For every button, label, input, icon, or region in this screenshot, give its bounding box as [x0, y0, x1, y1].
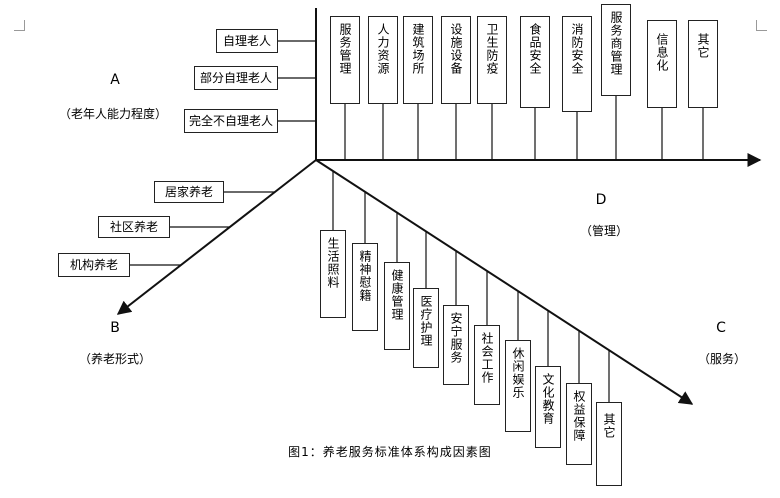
service-label: 健康管理 [390, 269, 404, 321]
management-box: 设施设备 [441, 16, 471, 104]
axis-b-label: （养老形式） [78, 352, 151, 366]
management-label: 服务商管理 [609, 11, 623, 76]
management-label: 信息化 [655, 33, 669, 72]
ability-level-box: 完全不自理老人 [184, 109, 278, 133]
service-label: 医疗护理 [419, 295, 433, 347]
service-box: 精神慰籍 [352, 243, 378, 331]
management-label: 其它 [696, 33, 710, 59]
care-form-label: 机构养老 [69, 257, 118, 272]
management-label: 卫生防疫 [485, 23, 499, 75]
management-box: 人力资源 [368, 16, 398, 104]
axis-b-line [116, 159, 317, 315]
corner-mark-top-right [756, 20, 767, 31]
management-label: 服务管理 [338, 23, 352, 75]
axis-a-label: （老年人能力程度） [58, 107, 167, 121]
figure-caption: 图1：养老服务标准体系构成因素图 [288, 445, 492, 459]
management-box: 其它 [688, 20, 718, 108]
service-label: 社会工作 [480, 332, 494, 384]
management-box: 服务商管理 [601, 4, 631, 96]
management-label: 设施设备 [449, 23, 463, 75]
management-box: 建筑场所 [403, 16, 433, 104]
management-label: 消防安全 [570, 23, 584, 75]
service-label: 其它 [602, 413, 616, 439]
ability-level-label: 部分自理老人 [199, 70, 272, 85]
service-box: 权益保障 [566, 383, 592, 465]
axis-c-letter: C [716, 320, 726, 336]
axis-a-letter: A [110, 72, 120, 88]
corner-mark-top-left [14, 20, 25, 31]
connector-lines [130, 40, 704, 402]
management-box: 卫生防疫 [477, 16, 507, 104]
service-box: 文化教育 [535, 366, 561, 448]
care-form-box: 机构养老 [58, 253, 130, 277]
service-box: 生活照料 [320, 230, 346, 318]
service-label: 休闲娱乐 [511, 347, 525, 399]
care-form-box: 居家养老 [154, 181, 224, 203]
axis-c-label: （服务） [697, 352, 746, 366]
management-box: 信息化 [647, 20, 677, 108]
management-label: 人力资源 [376, 23, 390, 75]
axis-c-line [315, 159, 694, 405]
service-box: 健康管理 [384, 262, 410, 350]
service-label: 文化教育 [541, 373, 555, 425]
service-box: 医疗护理 [413, 288, 439, 368]
axis-lines [116, 8, 762, 405]
care-form-box: 社区养老 [98, 216, 170, 238]
service-box: 其它 [596, 402, 622, 486]
ability-level-box: 部分自理老人 [194, 66, 278, 90]
service-box: 社会工作 [474, 325, 500, 405]
care-form-label: 社区养老 [109, 219, 158, 234]
management-box: 食品安全 [520, 16, 550, 108]
service-label: 生活照料 [326, 237, 340, 289]
management-box: 消防安全 [562, 16, 592, 112]
management-label: 食品安全 [528, 23, 542, 75]
management-box: 服务管理 [330, 16, 360, 104]
ability-level-box: 自理老人 [216, 29, 278, 53]
service-box: 安宁服务 [443, 305, 469, 385]
management-label: 建筑场所 [411, 23, 425, 75]
care-form-label: 居家养老 [164, 184, 213, 199]
service-label: 精神慰籍 [358, 250, 372, 302]
ability-level-label: 自理老人 [222, 33, 271, 48]
service-label: 权益保障 [572, 390, 586, 442]
service-label: 安宁服务 [449, 312, 463, 364]
service-box: 休闲娱乐 [505, 340, 531, 432]
axis-b-letter: B [110, 320, 120, 336]
axis-d-label: （管理） [579, 224, 628, 238]
axis-d-letter: D [595, 192, 607, 208]
ability-level-label: 完全不自理老人 [188, 113, 273, 128]
